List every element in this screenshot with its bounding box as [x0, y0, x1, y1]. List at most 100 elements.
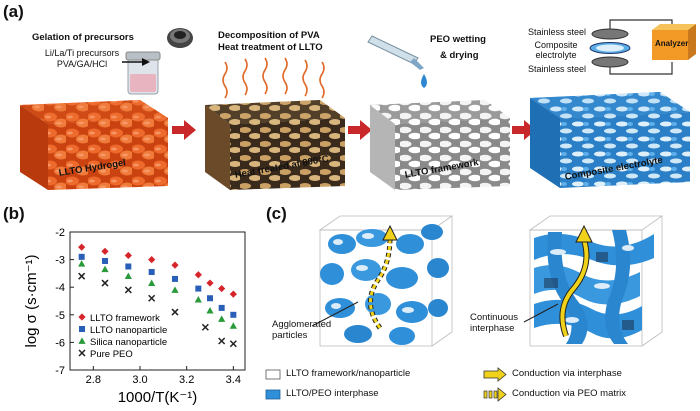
data-point-triangle [101, 265, 109, 273]
data-point-triangle [218, 315, 226, 322]
legend-item-conduction-peo: Conduction via PEO matrix [512, 388, 627, 399]
data-point-diamond [101, 247, 109, 255]
callout1-line1: Agglomerated [272, 319, 332, 330]
step2-title-1: Decomposition of PVA [218, 30, 320, 41]
data-point-diamond [78, 243, 86, 251]
data-point-cross [218, 337, 226, 345]
data-point-cross [101, 279, 109, 287]
panel-b-label: (b) [3, 204, 25, 223]
heat-waves-icon [222, 57, 325, 99]
legend-label: Pure PEO [90, 349, 133, 360]
data-point-cross [124, 286, 132, 294]
data-point-square [172, 275, 178, 282]
step1-line2: PVA/GA/HCl [56, 59, 108, 69]
step3-title-2: & drying [440, 50, 479, 61]
x-axis-label: 1000/T(K⁻¹) [118, 389, 198, 406]
conductivity-chart: -2 -3 -4 -5 -6 -7 2.8 3.0 3.2 3.4 1000/T(K⁻¹) log σ… [23, 227, 246, 406]
process-arrow-1 [172, 120, 196, 140]
data-point-cross [148, 294, 156, 302]
legend-dashed-arrow-icon [483, 387, 507, 402]
panel-c-label: (c) [266, 204, 287, 223]
data-point-cross [201, 323, 209, 331]
legend-marker-square [79, 326, 85, 332]
plot-frame [69, 231, 246, 371]
legend-blue-box-icon [265, 389, 281, 400]
legend-label: Silica nanoparticle [90, 337, 167, 348]
process-arrow-2 [348, 120, 372, 140]
panel-a-graphics [20, 19, 696, 190]
legend-marker-cross [78, 349, 86, 357]
interphase-path [560, 239, 589, 337]
data-point-diamond [194, 271, 202, 279]
legend-item-framework: LLTO framework/nanoparticle [286, 368, 411, 379]
analyzer-icon [652, 24, 696, 60]
data-point-square [218, 304, 225, 311]
y-tick-label: -7 [55, 365, 65, 377]
interphase-cube [528, 215, 664, 347]
panel-c-graphics [265, 215, 664, 402]
data-point-triangle [206, 307, 214, 314]
data-point-triangle [171, 286, 179, 293]
callout2-line1: Continuous [470, 312, 519, 323]
data-point-diamond [229, 290, 237, 298]
legend-white-box-icon [265, 369, 281, 380]
analyzer-label: Analyzer [655, 39, 689, 48]
callout1-line [311, 301, 359, 327]
x-tick-label: 3.4 [226, 374, 241, 386]
step3-title-1: PEO wetting [430, 34, 486, 45]
y-tick-label: -2 [55, 227, 65, 239]
data-point-triangle [78, 260, 86, 267]
heat-treated-block [205, 100, 345, 190]
step1-line1: Li/La/Ti precursors [44, 48, 120, 58]
data-point-diamond [218, 284, 226, 293]
legend-item-interphase: LLTO/PEO interphase [286, 388, 379, 399]
hydrogel-block [20, 100, 168, 190]
stack-bottom-label: Stainless steel [528, 64, 587, 74]
data-point-diamond [206, 279, 214, 287]
data-point-diamond [124, 251, 132, 260]
data-point-square [230, 311, 237, 318]
data-point-diamond [171, 261, 179, 269]
x-tick-label: 2.8 [86, 374, 101, 386]
data-point-triangle [148, 279, 156, 286]
vial-icon [125, 51, 161, 95]
peo-path [369, 237, 392, 329]
data-point-square [125, 263, 132, 270]
agglomerated-particles [320, 224, 449, 345]
data-point-diamond [148, 256, 156, 264]
data-point-triangle [124, 272, 132, 280]
step1-title: Gelation of precursors [32, 32, 134, 43]
data-point-triangle [229, 322, 237, 329]
nanoparticle-cube [318, 215, 454, 347]
data-point-square [207, 295, 213, 302]
legend-label: LLTO nanoparticle [90, 325, 167, 336]
stack-top-label: Stainless steel [528, 27, 587, 37]
x-tick-label: 3.0 [132, 374, 147, 386]
composite-block [530, 92, 690, 188]
x-tick-label: 3.2 [179, 374, 194, 386]
data-point-square [195, 285, 202, 292]
callout2-line2: interphase [470, 323, 515, 334]
framework-block [370, 100, 510, 190]
pipette-icon [367, 35, 427, 88]
legend-marker-diamond [78, 313, 86, 321]
y-tick-label: -5 [55, 310, 65, 322]
legend-item-conduction-interphase: Conduction via interphase [512, 368, 622, 379]
data-point-cross [229, 340, 237, 348]
panel-a-label: (a) [3, 2, 24, 21]
y-tick-label: -6 [55, 337, 65, 349]
data-point-triangle [194, 296, 202, 303]
y-tick-label: -3 [55, 255, 65, 267]
step2-title-2: Heat treatment of LLTO [218, 42, 323, 53]
data-point-cross [78, 272, 86, 280]
continuous-interphase [534, 230, 654, 344]
data-point-square [102, 257, 108, 264]
stack-mid-label-1: Composite [534, 40, 578, 50]
stack-mid-label-2: electrolyte [535, 50, 577, 60]
y-tick-label: -4 [55, 282, 65, 294]
callout1-line2: particles [272, 330, 308, 341]
legend-solid-arrow-icon [483, 367, 507, 382]
callout2-line [523, 303, 559, 323]
y-axis-label: log σ (s·cm⁻¹) [23, 254, 40, 347]
